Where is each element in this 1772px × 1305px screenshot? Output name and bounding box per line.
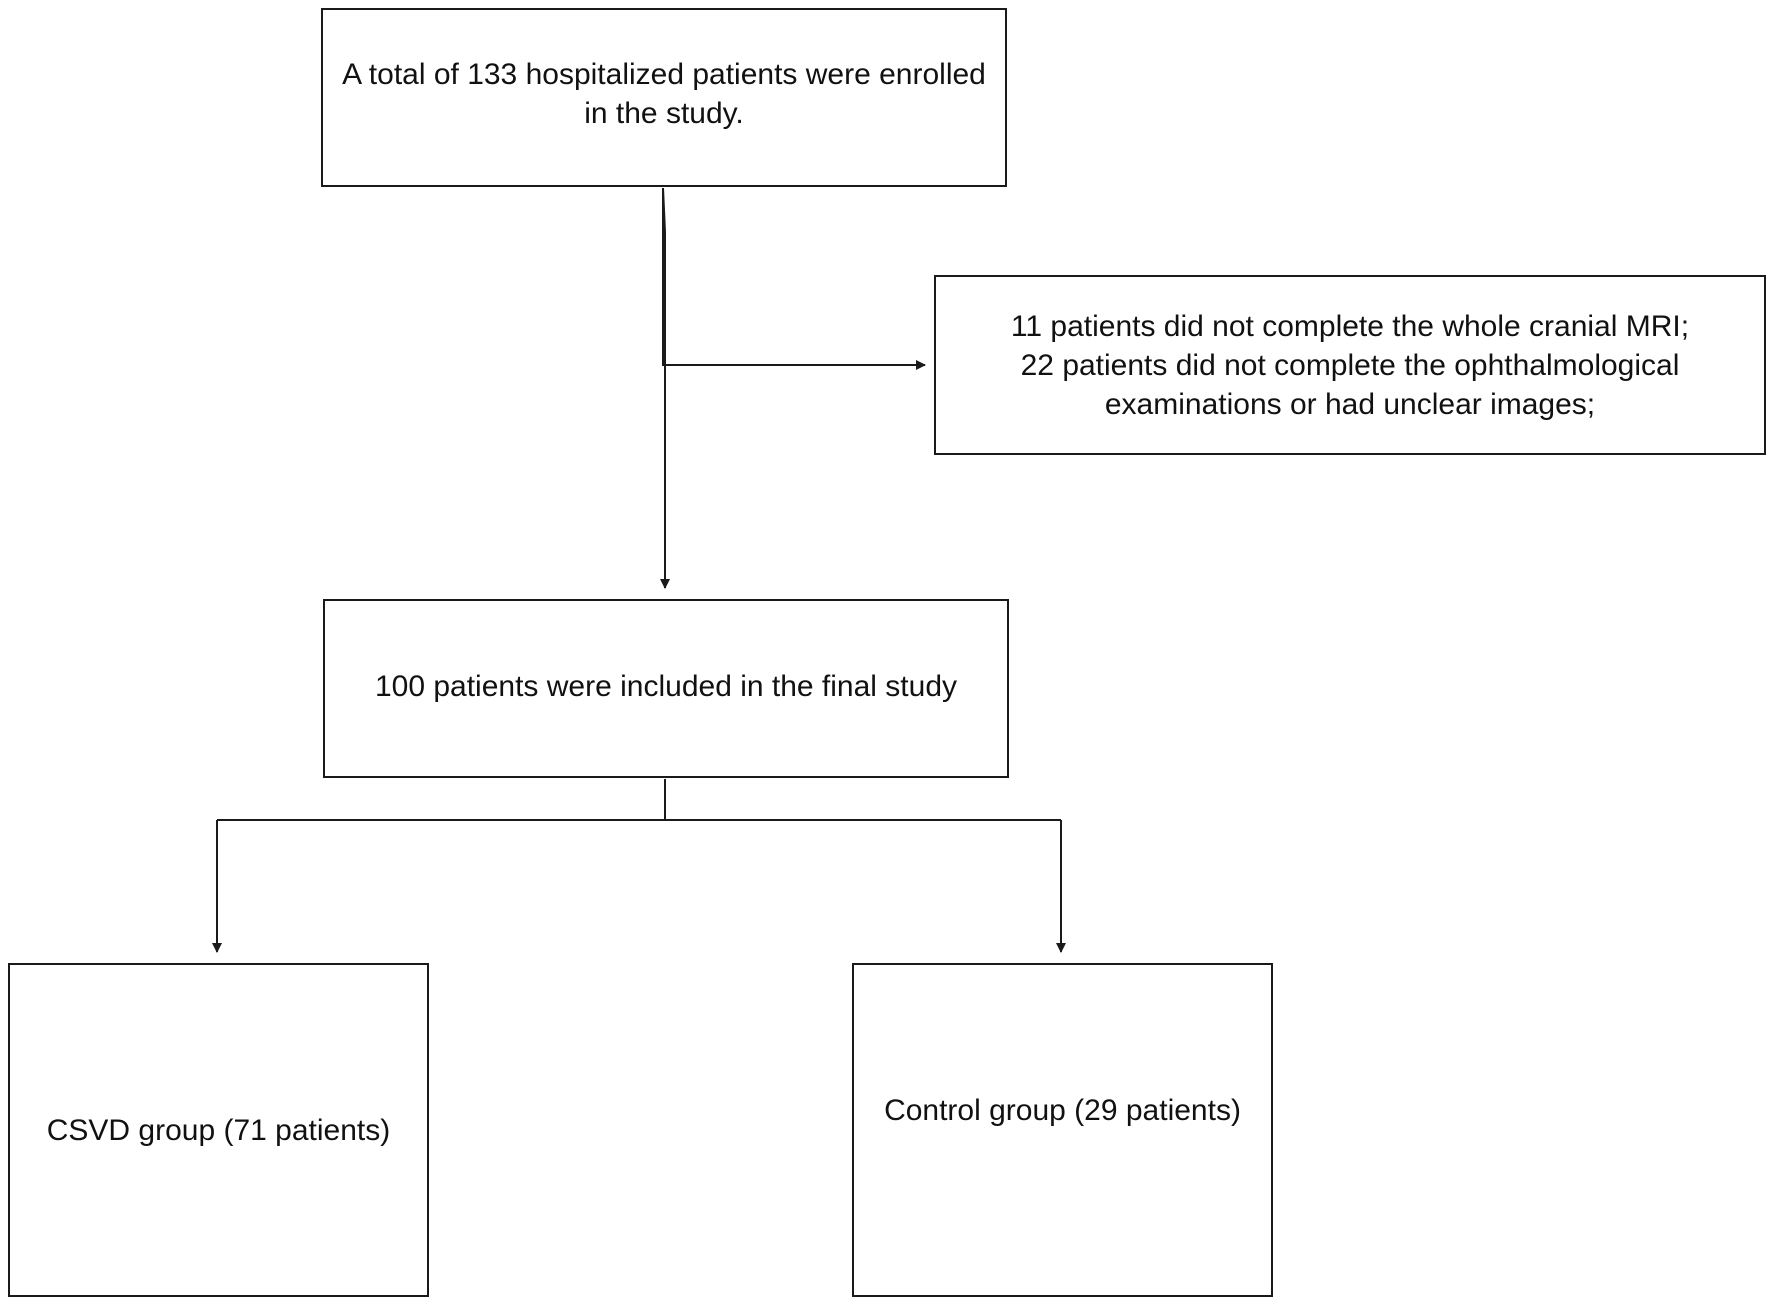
excluded-line-1: 11 patients did not complete the whole c… — [1010, 309, 1690, 343]
included-box: 100 patients were included in the final … — [323, 599, 1009, 778]
included-text: 100 patients were included in the final … — [363, 667, 969, 706]
excluded-box: 11 patients did not complete the whole c… — [934, 275, 1766, 455]
enrolled-line-1: A total of 133 hospitalized patients wer… — [342, 57, 986, 91]
control-group-box: Control group (29 patients) — [852, 963, 1273, 1297]
enrolled-text: A total of 133 hospitalized patients wer… — [330, 55, 998, 133]
csvd-group-line-1: CSVD group (71 patients) — [46, 1113, 391, 1147]
excluded-line-3: examinations or had unclear images; — [1104, 387, 1596, 421]
edge-enrolled-to-included — [660, 187, 670, 589]
excluded-line-2: 22 patients did not complete the ophthal… — [1020, 348, 1680, 382]
csvd-group-box: CSVD group (71 patients) — [8, 963, 429, 1297]
csvd-group-text: CSVD group (71 patients) — [35, 1111, 403, 1150]
edge-enrolled-to-excluded — [662, 188, 926, 370]
included-line-1: 100 patients were included in the final … — [374, 670, 958, 703]
control-group-line-1: Control group (29 patients) — [884, 1093, 1241, 1127]
control-group-text: Control group (29 patients) — [872, 1091, 1253, 1130]
enrolled-line-2: in the study. — [584, 96, 744, 130]
enrolled-box: A total of 133 hospitalized patients wer… — [321, 8, 1007, 187]
excluded-text: 11 patients did not complete the whole c… — [999, 307, 1701, 424]
